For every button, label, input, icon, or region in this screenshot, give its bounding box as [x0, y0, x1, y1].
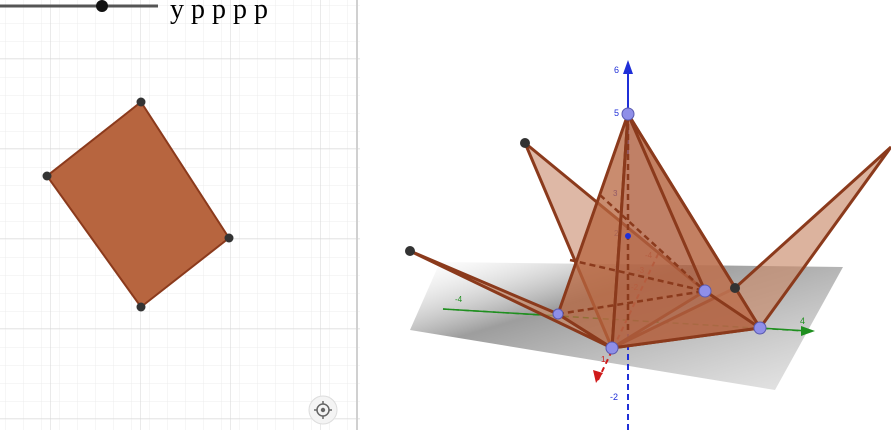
z-tick-label-5: 5 [614, 108, 619, 118]
x-tick-label-4: 4 [800, 316, 805, 326]
point-vertex[interactable] [136, 97, 146, 107]
x-axis [759, 327, 809, 332]
point-base[interactable] [753, 321, 767, 335]
point-apex[interactable] [621, 107, 635, 121]
recenter-button[interactable] [308, 395, 338, 425]
point-vertex[interactable] [42, 171, 52, 181]
point-base[interactable] [698, 284, 712, 298]
point-base[interactable] [552, 308, 564, 320]
graphics-view-3d[interactable]: 6 5 -2 3 2 1 4 -4 1 -2 -3 -4 [405, 60, 891, 430]
point-z-tick [625, 233, 631, 239]
caption-text: y p p p p [170, 0, 268, 25]
crosshair-target-icon [314, 401, 332, 419]
x-tick-label-neg4: -4 [455, 295, 463, 304]
x-axis-arrow-icon [801, 326, 815, 336]
point-wing-joint[interactable] [730, 283, 740, 293]
slider-knob-icon[interactable] [96, 0, 108, 12]
point-base[interactable] [605, 341, 619, 355]
graphics-view-2d[interactable] [0, 0, 360, 430]
point-vertex[interactable] [136, 302, 146, 312]
z-axis-arrow-icon [623, 60, 633, 74]
z-tick-label-6: 6 [614, 65, 619, 75]
z-tick-label-neg2: -2 [610, 392, 618, 402]
point-flap-tip[interactable] [520, 138, 530, 148]
y-tick-label-1: 1 [601, 355, 606, 364]
point-wing-tip-left[interactable] [405, 246, 415, 256]
hidden-edges [557, 113, 761, 330]
y-axis-arrow-icon [593, 370, 603, 383]
point-vertex[interactable] [224, 233, 234, 243]
